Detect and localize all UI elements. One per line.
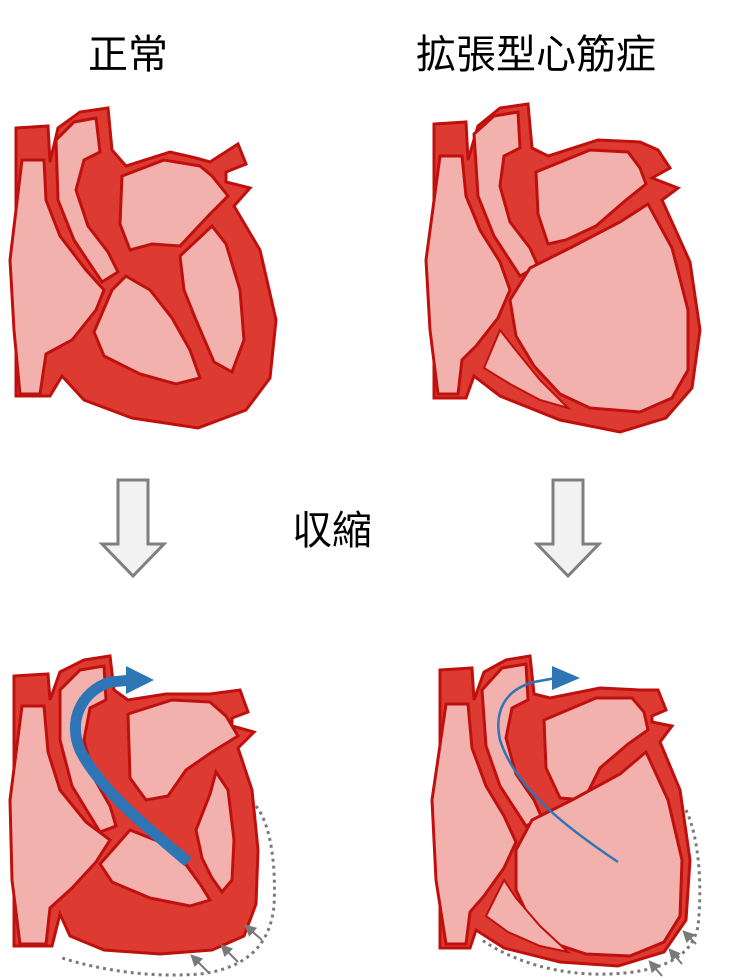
heart-normal-relaxed xyxy=(10,108,276,428)
down-arrow-dilated xyxy=(537,480,599,576)
heart-normal-contracted xyxy=(10,656,274,975)
contraction-arrow xyxy=(684,932,696,944)
contraction-arrow xyxy=(222,946,238,962)
contraction-arrow xyxy=(192,956,208,972)
blood-flow-arrowhead xyxy=(552,666,580,690)
contraction-arrow xyxy=(246,926,262,940)
down-arrow-normal xyxy=(102,480,164,576)
heart-dilated-contracted xyxy=(432,656,700,976)
heart-dilated-relaxed xyxy=(426,104,700,432)
blood-flow-arrowhead xyxy=(126,666,154,694)
